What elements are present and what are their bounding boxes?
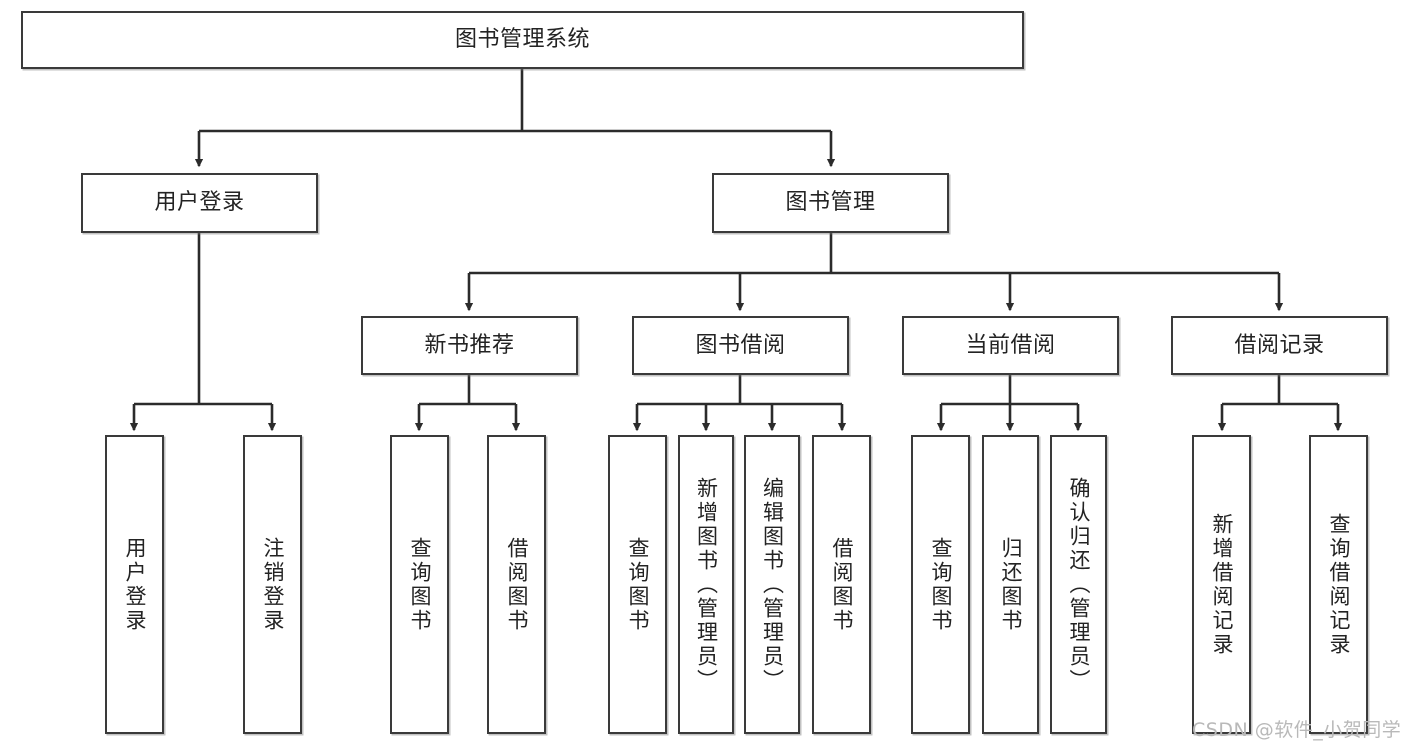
node-label: 查询借阅记录 — [1327, 512, 1351, 657]
node-label: 图书借阅 — [695, 332, 786, 358]
node-new-book-recommendation[interactable]: 新书推荐 — [361, 316, 578, 375]
node-leaf-query-borrow-record[interactable]: 查询借阅记录 — [1309, 435, 1368, 734]
csdn-watermark: CSDN @软件_小贺同学 — [1192, 719, 1402, 741]
node-label: 新增借阅记录 — [1210, 512, 1234, 657]
node-label: 当前借阅 — [965, 332, 1056, 358]
node-label: 编辑图书（管理员） — [760, 476, 785, 693]
node-label: 注销登录 — [261, 536, 285, 633]
node-leaf-borrow-books-borrow[interactable]: 借阅图书 — [812, 435, 871, 734]
node-label: 借阅图书 — [505, 536, 529, 633]
node-leaf-query-books-new[interactable]: 查询图书 — [390, 435, 449, 734]
node-label: 查询图书 — [408, 536, 432, 633]
node-label: 借阅图书 — [830, 536, 854, 633]
node-leaf-borrow-books-new[interactable]: 借阅图书 — [487, 435, 546, 734]
node-label: 图书管理系统 — [454, 27, 590, 53]
node-label: 归还图书 — [999, 536, 1023, 633]
node-label: 用户登录 — [123, 536, 147, 633]
node-user-login[interactable]: 用户登录 — [81, 173, 318, 233]
node-leaf-add-borrow-record[interactable]: 新增借阅记录 — [1192, 435, 1251, 734]
node-label: 确认归还（管理员） — [1067, 476, 1091, 693]
node-current-borrowing[interactable]: 当前借阅 — [902, 316, 1119, 375]
node-book-management[interactable]: 图书管理 — [712, 173, 949, 233]
node-root-book-management-system[interactable]: 图书管理系统 — [21, 11, 1024, 69]
node-leaf-query-books-current[interactable]: 查询图书 — [911, 435, 970, 734]
node-leaf-edit-book-admin[interactable]: 编辑图书（管理员） — [744, 435, 800, 734]
node-leaf-add-book-admin[interactable]: 新增图书（管理员） — [678, 435, 734, 734]
node-label: 图书管理 — [785, 190, 876, 216]
node-leaf-query-books-borrow[interactable]: 查询图书 — [608, 435, 667, 734]
node-label: 用户登录 — [154, 190, 245, 216]
node-label: 新增图书（管理员） — [694, 476, 719, 693]
node-borrowing-records[interactable]: 借阅记录 — [1171, 316, 1388, 375]
node-leaf-user-login[interactable]: 用户登录 — [105, 435, 164, 734]
node-label: 查询图书 — [626, 536, 650, 633]
node-label: 借阅记录 — [1234, 332, 1325, 358]
node-leaf-confirm-return-admin[interactable]: 确认归还（管理员） — [1050, 435, 1107, 734]
node-leaf-return-books[interactable]: 归还图书 — [982, 435, 1039, 734]
node-leaf-logout[interactable]: 注销登录 — [243, 435, 302, 734]
node-label: 新书推荐 — [424, 332, 515, 358]
node-book-borrowing[interactable]: 图书借阅 — [632, 316, 849, 375]
node-label: 查询图书 — [929, 536, 953, 633]
